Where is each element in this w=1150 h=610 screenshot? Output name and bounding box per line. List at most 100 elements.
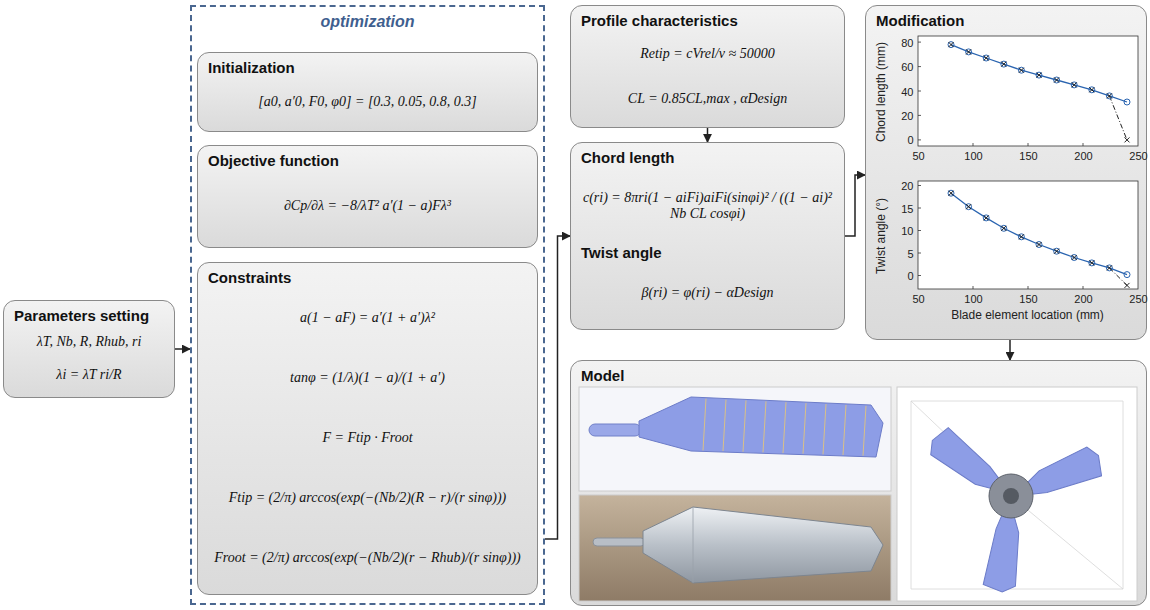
art-shape: [763, 401, 766, 452]
art-shape: [918, 36, 1138, 146]
art-shape: [579, 387, 891, 491]
art-shape: [918, 253, 921, 254]
art-shape: [593, 538, 645, 546]
formula-text: c(ri) = 8πri(1 − aiFi)aiFi(sinφi)² / ((1…: [581, 190, 834, 222]
art-shape: [918, 139, 921, 140]
art-shape: [897, 387, 1137, 601]
image-box: Model: [570, 360, 1147, 606]
tick-label: 200: [1074, 293, 1092, 305]
art-shape: [948, 190, 1130, 277]
tick-label: 150: [1019, 150, 1037, 162]
art-shape: [1124, 272, 1130, 278]
axis-title: Chord length (mm): [874, 41, 888, 141]
cad-blade-render: [579, 387, 891, 491]
formula-text: tanφ = (1/λ)(1 − a)/(1 + a′): [208, 370, 527, 386]
box-heading: Twist angle: [581, 244, 662, 261]
art-shape: [949, 42, 1130, 142]
twist-plot: [918, 181, 1138, 289]
formula-text: Ftip = (2/π) arccos(exp(−(Nb/2)(R − r)/(…: [208, 490, 527, 506]
box-heading: Modification: [876, 12, 964, 29]
art-shape: [983, 512, 1028, 594]
tick-label: 250: [1129, 150, 1147, 162]
printed-blade-photo: [579, 495, 891, 601]
art-shape: [703, 399, 706, 451]
art-shape: [723, 400, 726, 452]
process-box: Objective function∂Cp/∂λ = −8/λT² a′(1 −…: [197, 145, 538, 248]
art-shape: [951, 193, 1127, 274]
tick-label: 200: [1074, 150, 1092, 162]
art-shape: [803, 403, 806, 454]
art-shape: [918, 230, 921, 231]
process-box: Constraintsa(1 − aF) = a′(1 + a′)λ²tanφ …: [197, 262, 538, 595]
formula-text: CL = 0.85CL,max , αDesign: [581, 91, 834, 107]
box-heading: optimization: [320, 13, 414, 31]
chart-plots: [866, 6, 1146, 338]
formula-text: F = Ftip · Froot: [208, 430, 527, 446]
chart-box: Modification: [865, 5, 1147, 340]
art-shape: [743, 400, 746, 451]
tick-label: 5: [907, 248, 913, 260]
box-heading: Chord length: [581, 149, 674, 166]
art-shape: [911, 401, 1123, 402]
tick-label: 0: [907, 134, 913, 146]
tick-label: 20: [901, 180, 913, 192]
art-shape: [973, 286, 974, 289]
axis-title: Blade element location (mm): [951, 308, 1104, 322]
art-shape: [948, 42, 1130, 105]
art-shape: [989, 474, 1033, 518]
formula-text: β(ri) = φ(ri) − αDesign: [581, 285, 834, 301]
box-heading: Objective function: [208, 152, 339, 169]
art-shape: [643, 507, 883, 583]
art-shape: [918, 42, 1083, 146]
process-box: Chord length c(ri) = 8πri(1 − aiFi)aiFi(s…: [570, 142, 845, 330]
formula-text: λi = λT ri/R: [14, 367, 164, 383]
art-shape: [639, 397, 883, 457]
input-box: Parameters settingλT, Nb, R, Rhub, riλi …: [3, 300, 175, 398]
box-heading: Profile characteristics: [581, 12, 738, 29]
art-shape: [1083, 143, 1084, 146]
tick-label: 50: [912, 293, 924, 305]
art-shape: [1083, 286, 1084, 289]
art-shape: [589, 424, 641, 436]
box-heading: Initialization: [208, 59, 295, 76]
art-shape: [843, 405, 846, 455]
tick-label: 100: [964, 150, 982, 162]
tick-label: 10: [901, 225, 913, 237]
art-shape: [918, 181, 1138, 289]
rotor-assembly-render: [897, 387, 1137, 601]
art-shape: [1028, 286, 1029, 289]
tick-label: 60: [901, 61, 913, 73]
art-shape: [863, 406, 866, 456]
tick-label: 15: [901, 203, 913, 215]
art-shape: [918, 208, 921, 209]
art-shape: [918, 91, 921, 92]
art-shape: [949, 42, 1130, 142]
art-shape: [823, 404, 826, 454]
tick-label: 100: [964, 293, 982, 305]
process-box: Profile characteristicsRetip = cVrel/ν ≈…: [570, 5, 845, 128]
tick-label: 0: [907, 270, 913, 282]
art-shape: [693, 507, 694, 583]
art-shape: [949, 191, 1130, 288]
art-shape: [1003, 488, 1019, 504]
art-shape: [951, 45, 1127, 102]
art-shape: [918, 115, 921, 116]
tick-label: 150: [1019, 293, 1037, 305]
flow-arrow: [707, 128, 709, 142]
art-shape: [911, 589, 1123, 590]
formula-text: Froot = (2/π) arccos(exp(−(Nb/2)(r − Rhu…: [208, 550, 527, 566]
formula-text: λT, Nb, R, Rhub, ri: [14, 334, 164, 350]
tick-label: 20: [901, 110, 913, 122]
chord-plot: [918, 36, 1138, 146]
art-shape: [918, 42, 921, 43]
formula-text: Retip = cVrel/ν ≈ 50000: [581, 46, 834, 62]
art-shape: [918, 185, 921, 186]
tick-label: 40: [901, 86, 913, 98]
flow-arrow: [845, 175, 865, 236]
art-shape: [918, 186, 1083, 290]
art-shape: [1021, 444, 1105, 501]
art-shape: [703, 399, 866, 456]
box-heading: Constraints: [208, 269, 291, 286]
tick-label: 50: [912, 150, 924, 162]
art-shape: [1124, 99, 1130, 105]
